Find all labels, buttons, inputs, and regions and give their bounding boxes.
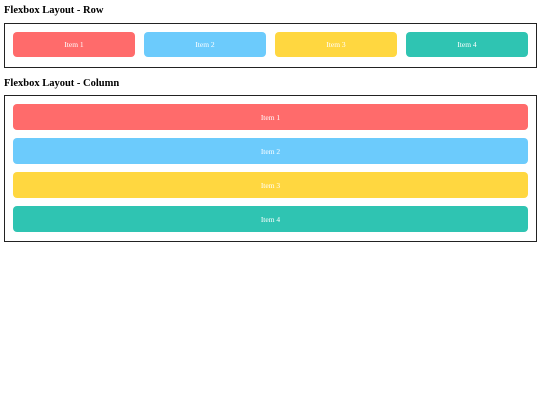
row-item: Item 4: [406, 32, 528, 57]
row-flex-container: Item 1 Item 2 Item 3 Item 4: [4, 23, 537, 68]
column-item: Item 3: [13, 172, 528, 198]
row-item: Item 2: [144, 32, 266, 57]
page: Flexbox Layout - Row Item 1 Item 2 Item …: [4, 5, 537, 242]
column-item: Item 1: [13, 104, 528, 130]
row-section-title: Flexbox Layout - Row: [4, 5, 104, 16]
column-item: Item 2: [13, 138, 528, 164]
column-flex-container: Item 1 Item 2 Item 3 Item 4: [4, 95, 537, 242]
column-section-title: Flexbox Layout - Column: [4, 78, 120, 89]
row-item: Item 3: [275, 32, 397, 57]
column-item: Item 4: [13, 206, 528, 232]
row-item: Item 1: [13, 32, 135, 57]
